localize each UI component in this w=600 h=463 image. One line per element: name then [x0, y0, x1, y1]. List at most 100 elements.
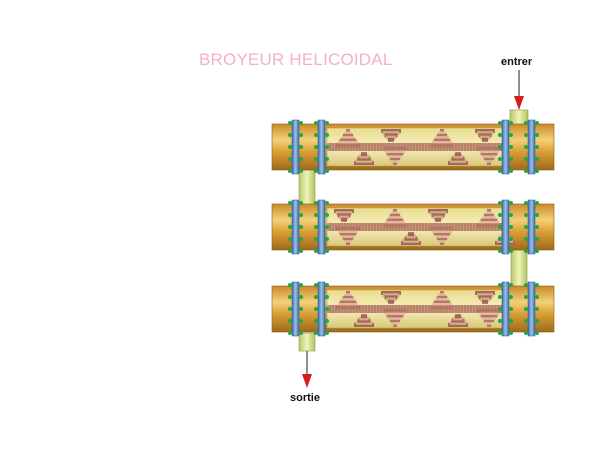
bolt — [509, 307, 513, 311]
bolt — [314, 121, 318, 125]
flange — [288, 199, 303, 255]
flight-step — [479, 221, 499, 225]
flight-step — [336, 226, 360, 231]
bolt — [535, 201, 539, 205]
bolt — [288, 133, 292, 137]
flight-step — [477, 308, 501, 313]
inlet-arrow — [514, 70, 524, 110]
flight-step — [475, 129, 495, 133]
flight-step — [402, 238, 420, 243]
bolt — [509, 237, 513, 241]
bolt — [524, 237, 528, 241]
flight-step — [480, 218, 498, 223]
flight-step — [346, 241, 350, 245]
helix-flight — [381, 129, 407, 165]
flight-step — [480, 135, 490, 140]
bolt — [314, 213, 318, 217]
bolt — [325, 121, 329, 125]
bolt — [535, 145, 539, 149]
bolt — [299, 295, 303, 299]
flange — [498, 119, 513, 175]
bolt — [509, 249, 513, 253]
bolt — [509, 283, 513, 287]
bolt — [498, 169, 502, 173]
bolt — [498, 249, 502, 253]
bolt — [325, 319, 329, 323]
bolt — [524, 121, 528, 125]
bolt — [535, 133, 539, 137]
bolt — [314, 319, 318, 323]
bolt — [314, 145, 318, 149]
flight-step — [342, 295, 354, 300]
flight-step — [449, 158, 467, 163]
bolt — [535, 295, 539, 299]
flange-plate — [501, 281, 510, 337]
flight-step — [338, 229, 358, 233]
helix-flight — [428, 209, 454, 245]
bolt — [524, 225, 528, 229]
bolt — [299, 121, 303, 125]
stage-2 — [271, 199, 555, 255]
screw-shaft — [327, 305, 505, 313]
flight-step — [342, 236, 354, 241]
flange — [524, 119, 539, 175]
flight-step — [388, 153, 402, 158]
bolt — [535, 157, 539, 161]
flight-step — [339, 215, 349, 220]
bolt — [524, 213, 528, 217]
bolt — [314, 157, 318, 161]
flight-step — [475, 291, 495, 295]
bolt — [325, 145, 329, 149]
helix-flight — [334, 209, 360, 245]
flange — [314, 281, 329, 337]
flight-step — [476, 131, 494, 136]
bolt — [498, 201, 502, 205]
bolt — [498, 225, 502, 229]
bolt — [288, 307, 292, 311]
helix-flight — [475, 129, 501, 165]
stage-1 — [271, 119, 555, 175]
flight-step — [354, 161, 374, 165]
bolt — [288, 145, 292, 149]
flight-step — [338, 141, 358, 145]
helix-flight — [430, 291, 468, 327]
bolt — [299, 225, 303, 229]
flight-step — [339, 300, 357, 305]
flange — [498, 281, 513, 337]
bolt — [288, 157, 292, 161]
flight-step — [479, 311, 499, 315]
bolt — [325, 295, 329, 299]
diagram-title: BROYEUR HELICOIDAL — [199, 50, 393, 69]
bolt — [535, 237, 539, 241]
flight-step — [433, 231, 451, 236]
flight-step — [385, 149, 405, 153]
flight-step — [440, 291, 444, 295]
flight-step — [440, 241, 444, 245]
flight-step — [341, 217, 347, 222]
flight-step — [432, 303, 452, 307]
flight-step — [393, 323, 397, 327]
flight-step — [455, 152, 461, 157]
flight-step — [341, 233, 355, 238]
flight-step — [359, 154, 369, 159]
bolt — [299, 249, 303, 253]
flight-step — [334, 209, 354, 213]
flight-step — [428, 209, 448, 213]
bolt — [535, 307, 539, 311]
bolt — [325, 283, 329, 287]
flight-step — [482, 153, 496, 158]
flight-step — [449, 320, 467, 325]
flight-step — [451, 318, 465, 323]
flight-step — [391, 320, 399, 325]
bolt — [498, 307, 502, 311]
bolt — [299, 157, 303, 161]
flight-step — [438, 293, 446, 298]
flight-step — [383, 308, 407, 313]
flight-step — [485, 158, 493, 163]
bolt — [288, 331, 292, 335]
flight-step — [388, 137, 394, 142]
flight-step — [482, 315, 496, 320]
flight-step — [386, 313, 404, 318]
flange-plate — [291, 199, 300, 255]
bolt — [498, 133, 502, 137]
